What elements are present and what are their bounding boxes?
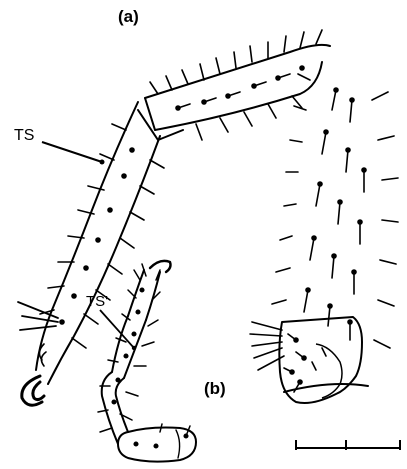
panel-a-tarsus — [36, 102, 160, 384]
panel-a-joint — [138, 98, 183, 140]
panel-a-coxa-inner — [316, 344, 342, 398]
panel-a-tibia — [145, 45, 330, 130]
panel-b-bristles — [98, 264, 190, 448]
panel-b-tibia — [112, 316, 146, 378]
panel-a-ts-dot — [100, 160, 105, 165]
panel-b-ts-label: TS' — [86, 293, 108, 310]
scale-bar — [296, 440, 400, 450]
panel-b-ts-dot — [132, 346, 136, 350]
panel-a-bristles — [18, 30, 398, 392]
panel-a-ts-pointer — [42, 142, 102, 162]
panel-a-label: (a) — [118, 7, 139, 26]
panel-a-leg — [22, 43, 383, 405]
panel-a-claw — [22, 376, 44, 405]
panel-a-ts-label: TS — [14, 127, 34, 144]
panel-b-label: (b) — [204, 379, 226, 398]
panel-b-coxa-inner — [176, 430, 180, 458]
